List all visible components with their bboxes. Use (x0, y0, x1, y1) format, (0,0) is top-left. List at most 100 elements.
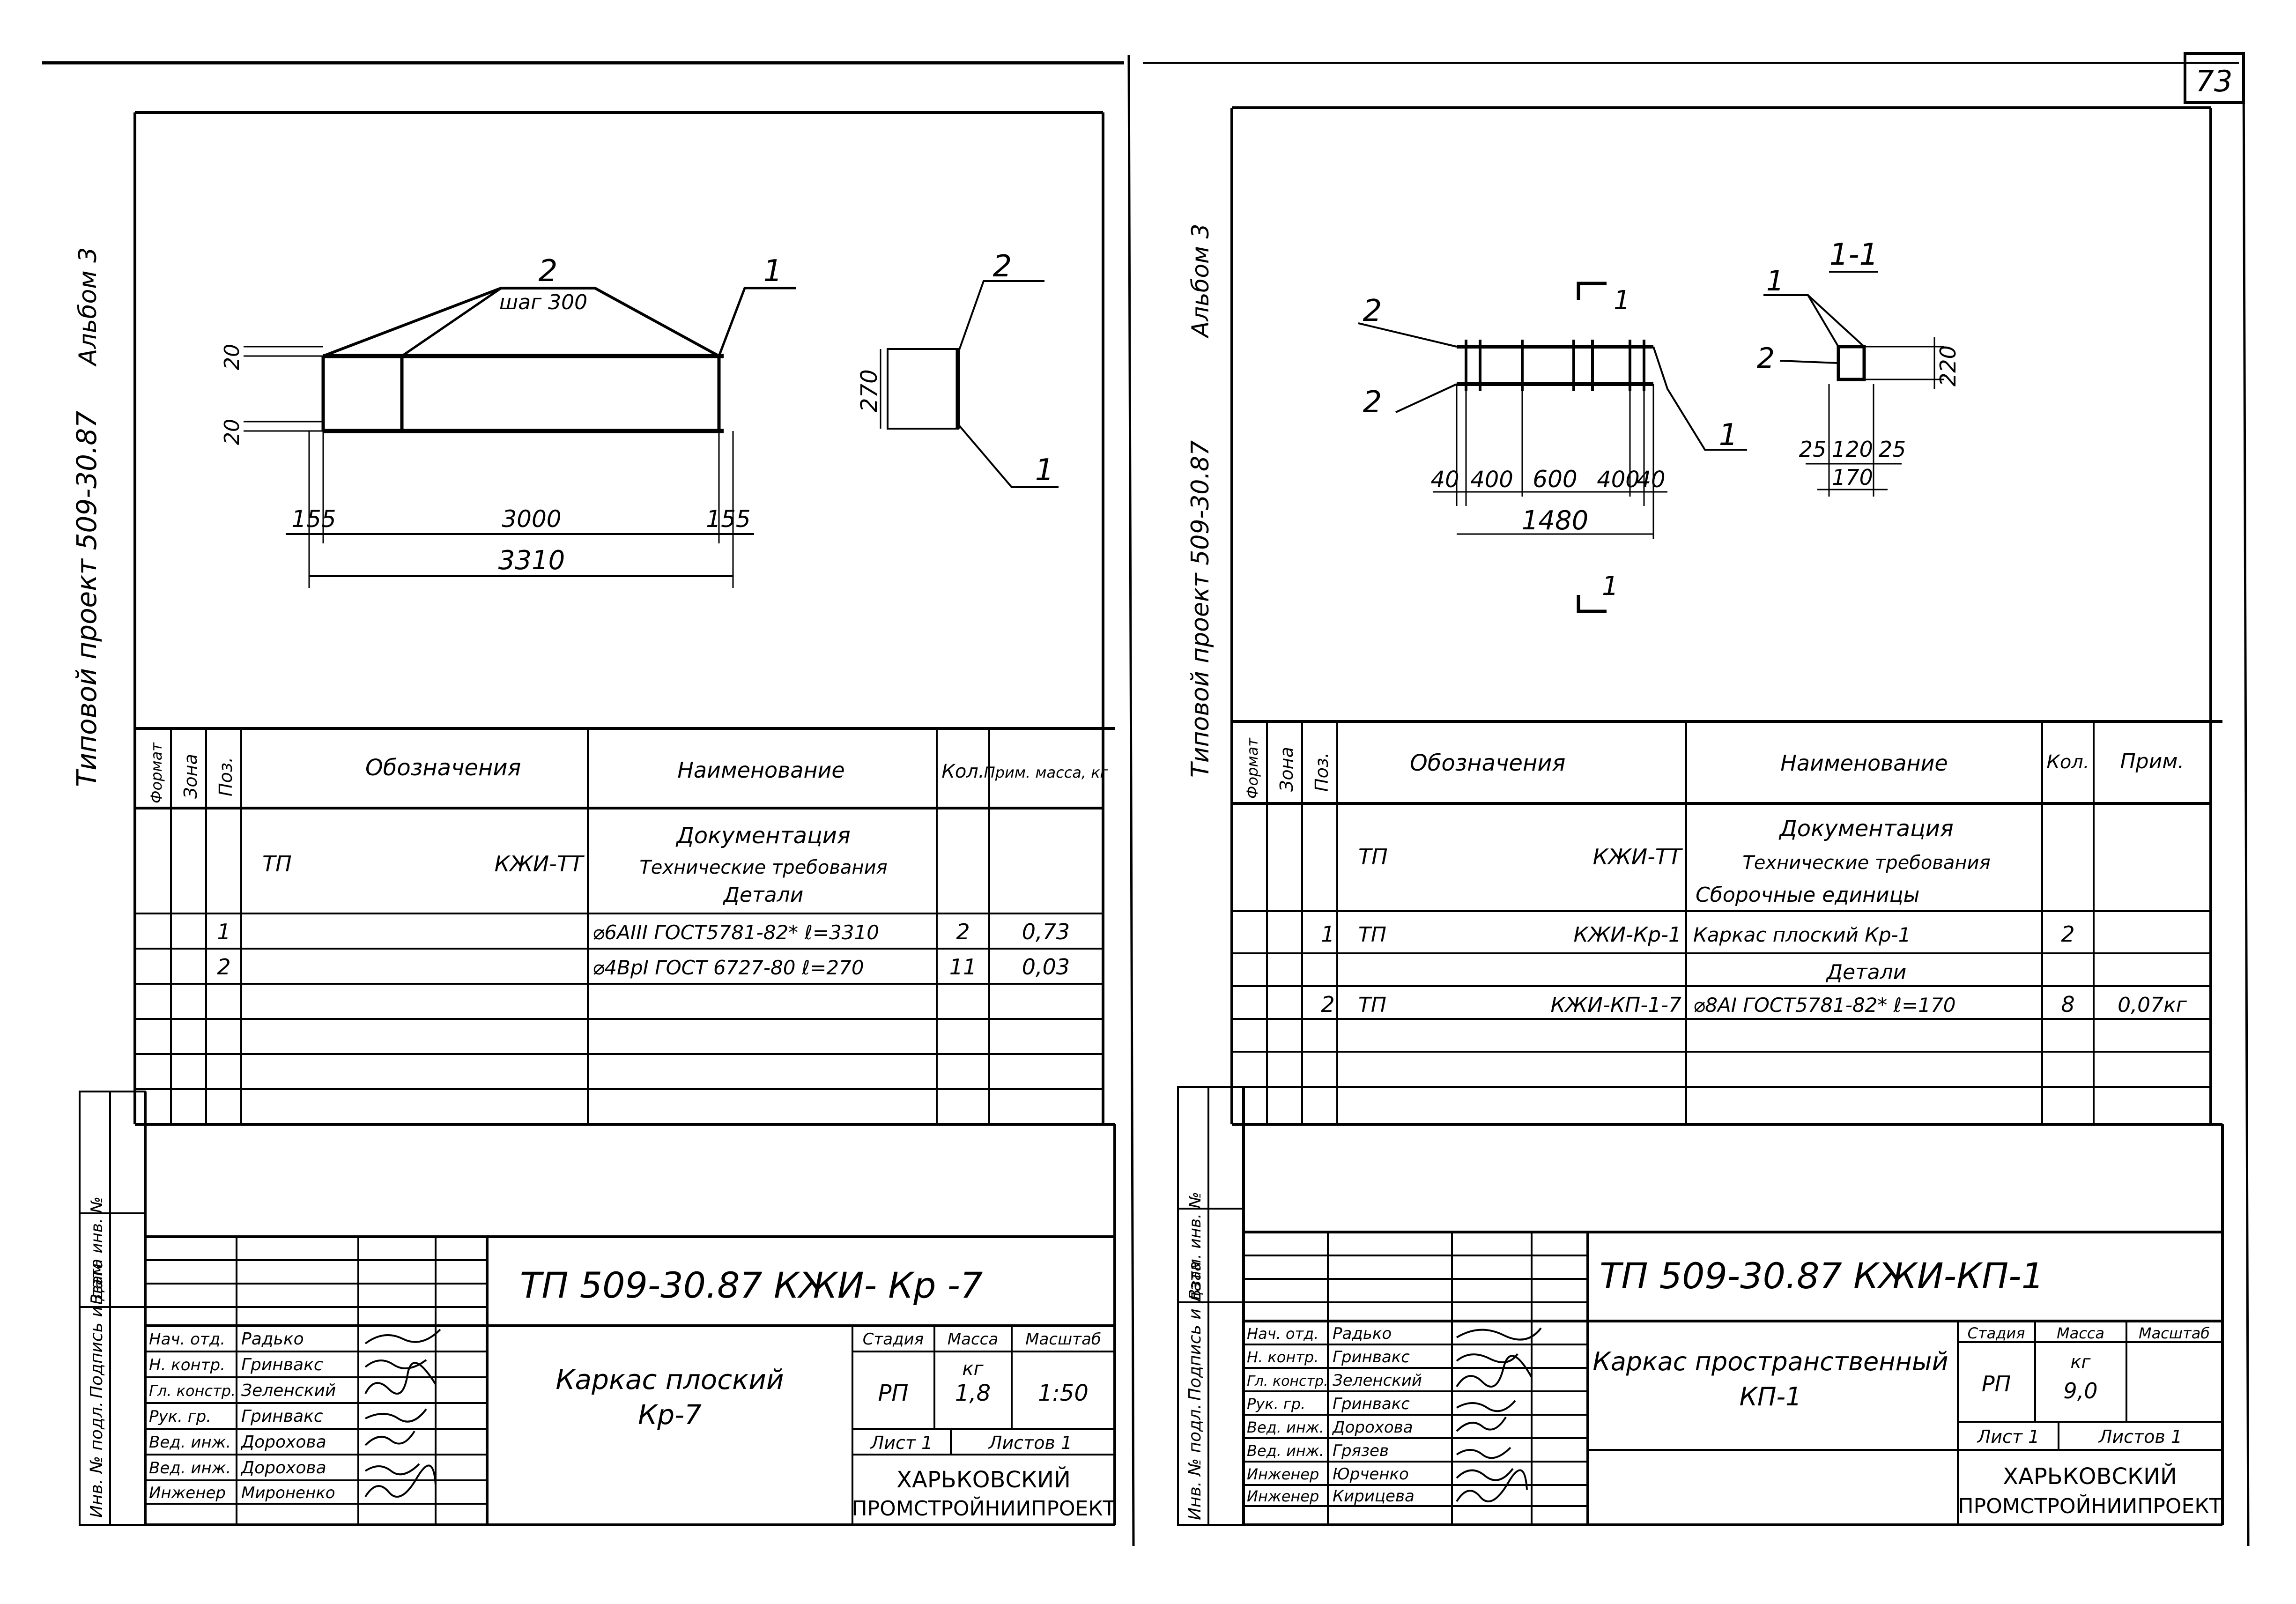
left-spec-h-zone: Зона (180, 754, 201, 799)
left-sheets-total: Листов 1 (988, 1433, 1072, 1453)
kp1-dim-40b: 40 (1637, 467, 1665, 493)
right-name-line1: Каркас пространственный (1592, 1347, 1948, 1376)
right-sheet-no: Лист 1 (1977, 1426, 2040, 1447)
left-spec-h-name: Наименование (677, 757, 844, 783)
left-spec-row2-pos: 2 (217, 954, 230, 980)
right-role-5: Вед. инж. (1247, 1418, 1324, 1436)
kp1-pos-2a: 2 (1363, 294, 1382, 328)
right-role-8: Инженер (1247, 1487, 1319, 1505)
cage-kp1-view (1358, 282, 1747, 613)
right-role-4: Рук. гр. (1247, 1395, 1305, 1413)
right-org-2: ПРОМСТРОЙНИИПРОЕКТ (1958, 1493, 2222, 1518)
right-spec-row1-pos: 1 (1321, 921, 1334, 947)
left-name-2: Гринвакс (241, 1355, 323, 1374)
right-name-7: Юрченко (1333, 1465, 1409, 1484)
left-sheet-no: Лист 1 (870, 1433, 933, 1453)
kp7-dim-3310: 3310 (498, 545, 565, 576)
kp7-side-view (880, 280, 1059, 488)
right-spec-h-note: Прим. (2120, 750, 2185, 773)
left-strip-inv: Инв. № подл. (87, 1402, 106, 1518)
right-margin-project: Типовой проект 509-30.87 (1186, 440, 1215, 778)
kp7-dim-155b: 155 (706, 505, 750, 533)
left-name-6: Дорохова (240, 1458, 326, 1478)
kp1-dim-120: 120 (1832, 437, 1873, 462)
left-mass: 1,8 (955, 1380, 991, 1406)
right-spec-row1-tp: ТП (1358, 923, 1386, 947)
left-stage: РП (878, 1380, 908, 1406)
left-org-2: ПРОМСТРОЙНИИПРОЕКТ (852, 1496, 1116, 1521)
kp1-pos-1: 1 (1719, 418, 1738, 453)
right-strip-sign: Подпись и дата (1185, 1261, 1205, 1401)
right-role-2: Н. контр. (1247, 1348, 1318, 1366)
left-mass-unit: кг (962, 1358, 984, 1380)
left-spec-doc-title2: Технические требования (639, 857, 887, 878)
right-margin-album: Альбом 3 (1187, 224, 1214, 339)
left-name-7: Мироненко (241, 1484, 335, 1502)
left-spec-doc-code: КЖИ-ТТ (495, 851, 585, 876)
right-title-code: ТП 509-30.87 КЖИ-КП-1 (1600, 1255, 2044, 1297)
left-spec-h-desig: Обозначения (365, 755, 521, 781)
kp1-sect-pos-2: 2 (1757, 342, 1775, 375)
right-role-7: Инженер (1247, 1465, 1319, 1483)
kp1-dim-600: 600 (1533, 466, 1577, 493)
right-spec-h-name: Наименование (1780, 750, 1948, 776)
right-stamp-strip (1177, 1086, 1244, 1526)
right-spec-doc-title2: Технические требования (1742, 852, 1990, 874)
kp7-dim-3000: 3000 (502, 505, 561, 533)
left-sheet: 2 шаг 300 1 20 20 155 3000 155 3310 2 1 … (79, 111, 1116, 1526)
right-mass: 9,0 (2063, 1378, 2097, 1404)
kp7-pos-1: 1 (763, 254, 783, 289)
right-spec-doc-tp: ТП (1358, 844, 1388, 869)
right-role-3: Гл. констр. (1247, 1373, 1328, 1389)
left-name-1: Радько (241, 1329, 304, 1349)
cage-kp7-view (244, 287, 796, 588)
left-scale-h: Масштаб (1025, 1330, 1101, 1349)
right-strip-vzam: Взам. инв. № (1186, 1192, 1205, 1300)
right-spec-doc-title: Документация (1778, 816, 1954, 842)
right-name-line2: КП-1 (1740, 1382, 1802, 1411)
kp1-dim-40a: 40 (1430, 467, 1459, 493)
left-spec-doc-title3: Детали (723, 883, 804, 907)
right-spec-row1-qty: 2 (2061, 921, 2074, 947)
right-name-4: Гринвакс (1333, 1395, 1410, 1413)
right-sheets-total: Листов 1 (2098, 1426, 2182, 1447)
right-spec-h-zone: Зона (1276, 747, 1297, 792)
left-title-code: ТП 509-30.87 КЖИ- Кр -7 (520, 1264, 983, 1306)
right-scale-h: Масштаб (2139, 1324, 2210, 1342)
right-spec-row2-tp: ТП (1358, 993, 1386, 1017)
kp1-section-view (1763, 271, 1944, 497)
right-spec-table (1232, 721, 2211, 1124)
left-signatures (364, 1329, 441, 1498)
kp7-dim-20b: 20 (220, 419, 244, 445)
right-spec-row1-name: Каркас плоский Кр-1 (1693, 923, 1911, 946)
right-spec-h-pos: Поз. (1311, 752, 1332, 792)
kp7-pos-2: 2 (539, 254, 558, 289)
right-role-1: Нач. отд. (1247, 1325, 1318, 1343)
left-spec-doc-title: Документация (675, 823, 851, 849)
kp1-dim-220: 220 (1935, 345, 1961, 386)
kp7-step: шаг 300 (499, 290, 587, 314)
right-mass-unit: кг (2071, 1352, 2091, 1372)
left-role-7: Инженер (149, 1484, 226, 1502)
page-number: 73 (2196, 64, 2233, 98)
left-spec-row2-name: ⌀4ВрI ГОСТ 6727-80 ℓ=270 (593, 956, 864, 979)
right-stage: РП (1982, 1371, 2011, 1396)
left-spec-table (135, 728, 1103, 1124)
right-name-8: Кирицева (1333, 1487, 1415, 1506)
kp7-side-pos-2: 2 (993, 249, 1012, 284)
right-name-2: Гринвакс (1333, 1348, 1410, 1366)
right-spec-row1-code: КЖИ-Кр-1 (1574, 923, 1681, 947)
left-spec-doc-tp: ТП (262, 851, 292, 876)
kp1-dim-25b: 25 (1879, 437, 1906, 462)
left-role-6: Вед. инж. (149, 1459, 231, 1478)
left-spec-row1-qty: 2 (956, 919, 970, 944)
right-title-block (1244, 1232, 2222, 1525)
right-spec-row2-note: 0,07кг (2118, 993, 2187, 1017)
right-spec-doc-code: КЖИ-ТТ (1593, 844, 1683, 869)
left-strip-sign: Подпись и дата (87, 1259, 106, 1398)
left-spec-h-format: Формат (148, 742, 165, 803)
left-name-3: Зеленский (241, 1381, 336, 1400)
kp1-section-title: 1-1 (1829, 238, 1879, 272)
left-spec-row2-note: 0,03 (1022, 954, 1070, 980)
